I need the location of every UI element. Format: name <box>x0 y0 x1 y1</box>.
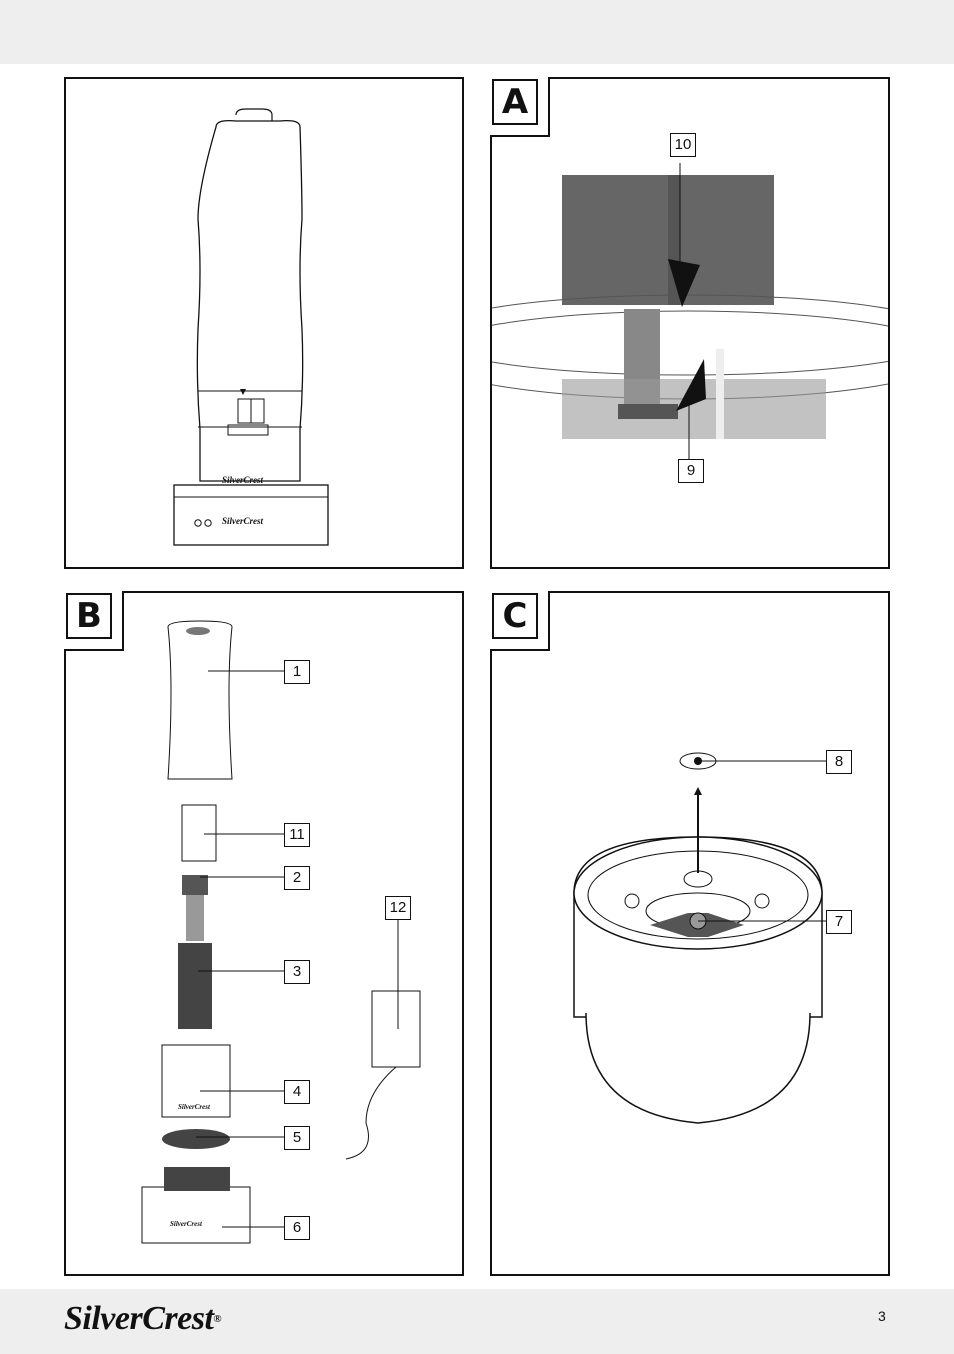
panel-b-exploded-drawing <box>141 620 421 1244</box>
panel-a-drawing <box>492 163 888 459</box>
callout-5: 5 <box>284 1126 310 1150</box>
callout-6: 6 <box>284 1216 310 1240</box>
panel-b-label: B <box>66 593 112 639</box>
panel-a-label: A <box>492 79 538 125</box>
callout-2: 2 <box>284 866 310 890</box>
callout-12: 12 <box>385 896 411 920</box>
callout-1: 1 <box>284 660 310 684</box>
product-brand-on-base-b: SilverCrest <box>170 1220 202 1228</box>
callout-7: 7 <box>826 910 852 934</box>
callout-3: 3 <box>284 960 310 984</box>
callout-10: 10 <box>670 133 696 157</box>
panel-b: B SilverCrest SilverCrest 1 11 2 3 4 5 6… <box>64 591 464 1276</box>
callout-8: 8 <box>826 750 852 774</box>
brand-logo: SilverCrest® <box>64 1297 222 1341</box>
panel-c: C 8 7 <box>490 591 890 1276</box>
panel-a: A 10 9 <box>490 77 890 569</box>
bottom-band <box>0 1289 954 1354</box>
callout-4: 4 <box>284 1080 310 1104</box>
panel-overview: SilverCrest SilverCrest <box>64 77 464 569</box>
panel-c-drawing <box>573 752 826 1124</box>
grinder-overview-drawing <box>173 108 329 546</box>
product-brand-on-container: SilverCrest <box>178 1103 210 1111</box>
product-brand-on-base: SilverCrest <box>222 516 264 526</box>
brand-name: SilverCrest <box>64 1300 214 1337</box>
panel-c-label: C <box>492 593 538 639</box>
page-number: 3 <box>878 1308 886 1324</box>
callout-9: 9 <box>678 459 704 483</box>
product-brand-on-body: SilverCrest <box>222 475 264 485</box>
brand-registered-mark: ® <box>213 1313 222 1325</box>
callout-11: 11 <box>284 823 310 847</box>
top-band <box>0 0 954 64</box>
